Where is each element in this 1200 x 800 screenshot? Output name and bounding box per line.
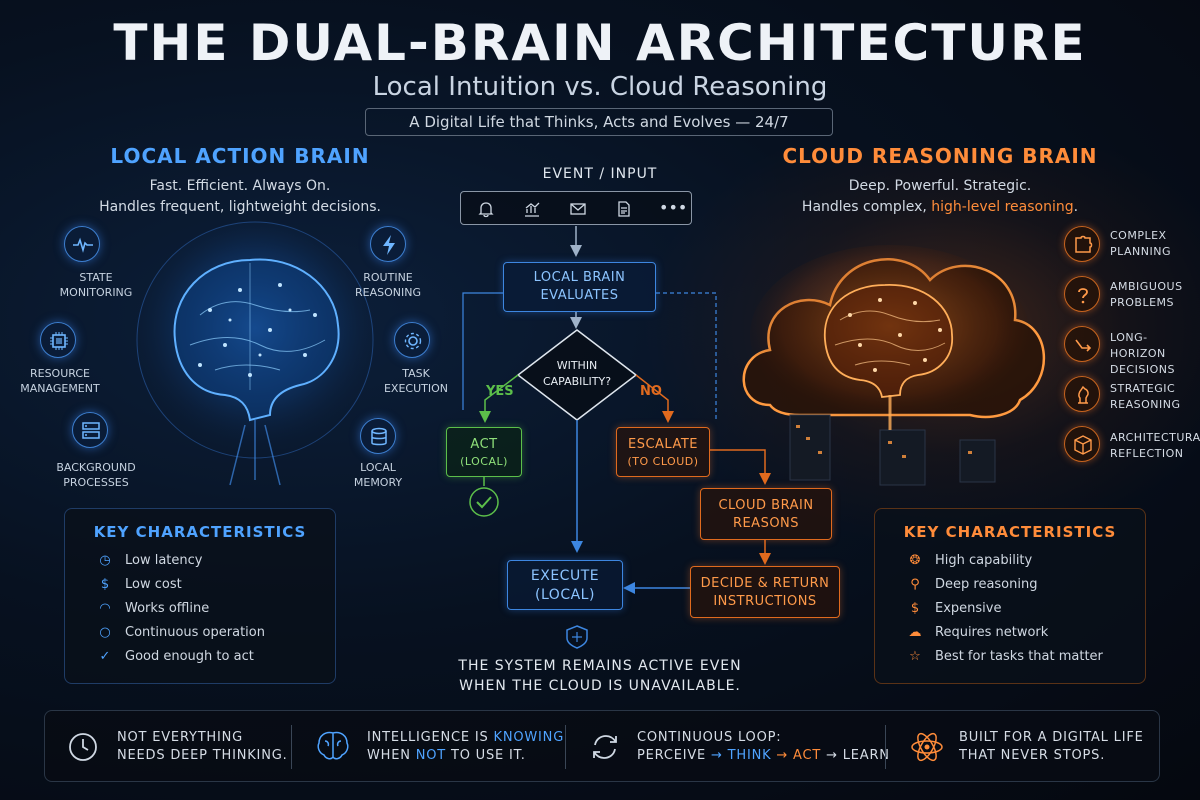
puzzle-icon — [1064, 226, 1100, 262]
kc-low-cost: $Low cost — [95, 575, 182, 595]
cycle-icon: ○ — [99, 625, 111, 640]
document-icon — [615, 200, 633, 222]
kc-requires-network: ☁Requires network — [905, 623, 1049, 643]
search-icon: ⚲ — [910, 577, 920, 592]
local-brain-illustration — [136, 221, 374, 486]
principle-intelligence: INTELLIGENCE IS KNOWING WHEN NOT TO USE … — [367, 730, 565, 763]
cloud-desc-highlight: high-level reasoning — [931, 199, 1074, 215]
cloud-desc-line2-a: Handles complex, — [801, 199, 932, 215]
local-desc-line2: Handles frequent, lightweight decisions. — [99, 199, 381, 215]
shield-icon — [566, 625, 588, 649]
clock-icon — [67, 731, 99, 767]
check-circle-icon — [469, 487, 499, 517]
local-brain-description: Fast. Efficient. Always On. Handles freq… — [60, 176, 420, 218]
principle-continuous-loop: CONTINUOUS LOOP: PERCEIVE → THINK → ACT … — [637, 730, 890, 763]
divider — [885, 725, 886, 769]
kc-high-capability: ❂High capability — [905, 551, 1033, 571]
escalate-to-cloud-box: ESCALATE(TO CLOUD) — [616, 427, 710, 477]
kc-good-enough: ✓Good enough to act — [95, 647, 254, 667]
server-icon — [72, 412, 108, 448]
lightning-icon — [370, 226, 406, 262]
mail-icon — [569, 200, 587, 222]
kc-continuous-operation: ○Continuous operation — [95, 623, 265, 643]
execute-local-box: EXECUTE(LOCAL) — [507, 560, 623, 610]
brain-icon: ❂ — [909, 553, 921, 568]
tagline-box: A Digital Life that Thinks, Acts and Evo… — [365, 108, 833, 136]
page-subtitle: Local Intuition vs. Cloud Reasoning — [372, 72, 828, 102]
local-kc-title: KEY CHARACTERISTICS — [93, 523, 307, 541]
cloud-desc-line2-c: . — [1073, 199, 1079, 215]
cloud-desc-line1: Deep. Powerful. Strategic. — [848, 178, 1032, 194]
database-icon — [360, 418, 396, 454]
yes-label: YES — [486, 384, 514, 399]
pulse-icon — [64, 226, 100, 262]
kc-works-offline: ◠Works offline — [95, 599, 209, 619]
wifi-icon: ◠ — [99, 601, 111, 616]
cloud-brain-title: CLOUD REASONING BRAIN — [782, 144, 1098, 168]
gear-icon — [394, 322, 430, 358]
act-local-box: ACT(LOCAL) — [446, 427, 522, 477]
cloud-brain-description: Deep. Powerful. Strategic. Handles compl… — [760, 176, 1120, 218]
divider — [291, 725, 292, 769]
question-icon — [1064, 276, 1100, 312]
divider — [565, 725, 566, 769]
kc-deep-reasoning: ⚲Deep reasoning — [905, 575, 1037, 595]
kc-low-latency: ◷Low latency — [95, 551, 202, 571]
clock-icon: ◷ — [99, 553, 111, 568]
cube-icon — [1064, 426, 1100, 462]
cloud-kc-title: KEY CHARACTERISTICS — [903, 523, 1117, 541]
arrow-turn-icon — [1064, 326, 1100, 362]
chip-icon — [40, 322, 76, 358]
cloud-desc-line2: Handles complex, high-level reasoning. — [760, 197, 1120, 218]
local-desc-line1: Fast. Efficient. Always On. — [149, 178, 331, 194]
chart-icon — [523, 200, 541, 222]
kc-best-for-tasks: ☆Best for tasks that matter — [905, 647, 1103, 667]
chess-knight-icon — [1064, 376, 1100, 412]
star-icon: ☆ — [909, 649, 921, 664]
local-key-characteristics: KEY CHARACTERISTICS ◷Low latency $Low co… — [64, 508, 336, 684]
atom-icon — [909, 729, 945, 769]
event-input-label: EVENT / INPUT — [542, 166, 658, 182]
dollar-icon: $ — [100, 577, 110, 592]
dollar-icon: $ — [910, 601, 920, 616]
bell-icon — [477, 200, 495, 222]
more-icon: ••• — [659, 198, 688, 217]
cloud-brain-illustration — [742, 245, 1045, 486]
check-icon: ✓ — [99, 649, 111, 664]
cloud-icon: ☁ — [908, 625, 922, 640]
cloud-key-characteristics: KEY CHARACTERISTICS ❂High capability ⚲De… — [874, 508, 1146, 684]
no-label: NO — [640, 384, 662, 399]
event-input-bar: ••• — [460, 191, 692, 225]
page-title: THE DUAL-BRAIN ARCHITECTURE — [113, 14, 1087, 72]
refresh-cycle-icon — [589, 731, 621, 767]
brain-icon — [315, 729, 351, 767]
local-brain-title: LOCAL ACTION BRAIN — [110, 144, 370, 168]
kc-expensive: $Expensive — [905, 599, 1002, 619]
